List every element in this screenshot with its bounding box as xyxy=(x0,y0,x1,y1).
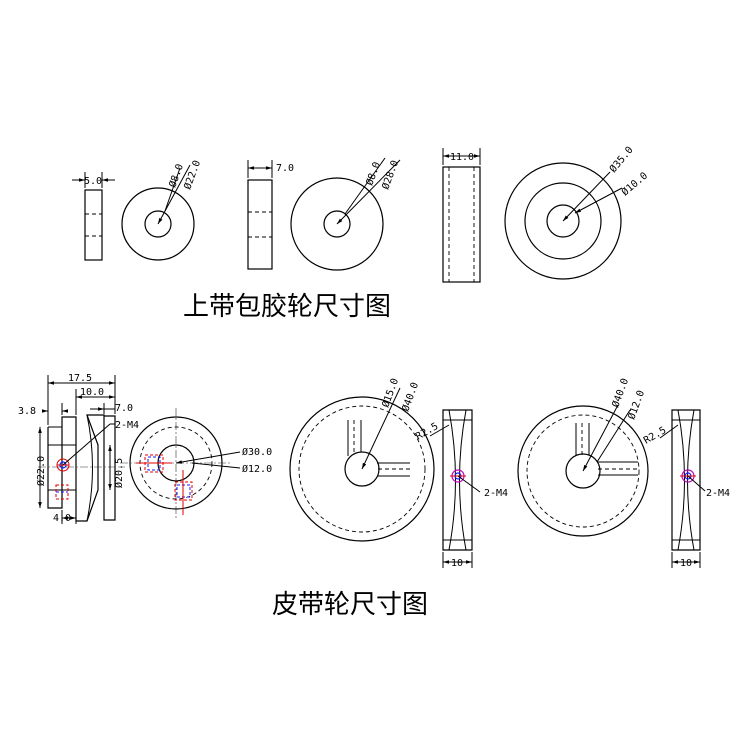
dim-wheel-3-od: Ø35.0 xyxy=(607,144,636,175)
title-top: 上带包胶轮尺寸图 xyxy=(183,292,391,322)
dim-pulley-3-radius: R2.5 xyxy=(642,425,668,447)
dim-pulley-1-4: 4.0 xyxy=(53,513,71,524)
dim-pulley-1-10: 10.0 xyxy=(80,387,104,398)
wheel-2-side-view: 7.0 xyxy=(247,160,294,270)
dim-wheel-3-width: 11.0 xyxy=(450,152,474,163)
pulley-1-side-view: 17.5 10.0 7.0 3.8 2-M4 Ø22.0 Ø20.5 4.0 xyxy=(18,373,139,524)
dim-pulley-1-length: 17.5 xyxy=(68,373,92,384)
dim-pulley-3-d12: Ø12.0 xyxy=(626,389,648,421)
wheel-1-front-view: Ø8.0 Ø22.0 xyxy=(121,159,203,261)
dim-pulley-1-3-8: 3.8 xyxy=(18,406,36,417)
pulley-3-front-view: Ø40.0 Ø12.0 xyxy=(517,377,649,537)
dim-wheel-2-bore: Ø8.0 xyxy=(364,160,384,187)
dim-pulley-1-d30: Ø30.0 xyxy=(242,446,272,458)
dim-pulley-1-7: 7.0 xyxy=(115,403,133,414)
pulley-3-side-view: 2-M4 R2.5 10 xyxy=(642,409,730,569)
dim-pulley-2-d40: Ø40.0 xyxy=(400,381,422,413)
dim-pulley-1-d22: Ø22.0 xyxy=(35,456,47,486)
pulley-2-front-view: Ø15.0 Ø40.0 xyxy=(289,377,435,542)
dim-wheel-3-bore: Ø10.0 xyxy=(619,170,650,199)
pulley-2-side-view: 2-M4 R2.5 10 xyxy=(414,409,508,569)
wheel-3-front-view: Ø35.0 Ø10.0 xyxy=(504,144,650,280)
dim-pulley-2-thread: 2-M4 xyxy=(484,488,508,499)
dim-pulley-1-d12: Ø12.0 xyxy=(242,463,272,475)
dim-pulley-1-d20-5: Ø20.5 xyxy=(113,458,125,488)
wheel-2-front-view: Ø8.0 Ø28.0 xyxy=(290,157,402,271)
dim-pulley-3-d40: Ø40.0 xyxy=(610,377,632,409)
dim-pulley-2-width: 10 xyxy=(451,558,463,569)
dim-wheel-1-width: 5.0 xyxy=(84,176,102,187)
title-bottom: 皮带轮尺寸图 xyxy=(272,590,428,620)
dim-pulley-3-width: 10 xyxy=(680,558,692,569)
dim-wheel-2-od: Ø28.0 xyxy=(380,159,402,191)
dim-pulley-1-thread: 2-M4 xyxy=(115,420,139,431)
pulley-1-front-view: Ø30.0 Ø12.0 xyxy=(120,408,272,518)
wheel-1-side-view: 5.0 xyxy=(72,172,115,261)
dim-wheel-2-width: 7.0 xyxy=(276,163,294,174)
wheel-3-side-view: 11.0 xyxy=(442,148,481,283)
dim-pulley-3-thread: 2-M4 xyxy=(706,488,730,499)
